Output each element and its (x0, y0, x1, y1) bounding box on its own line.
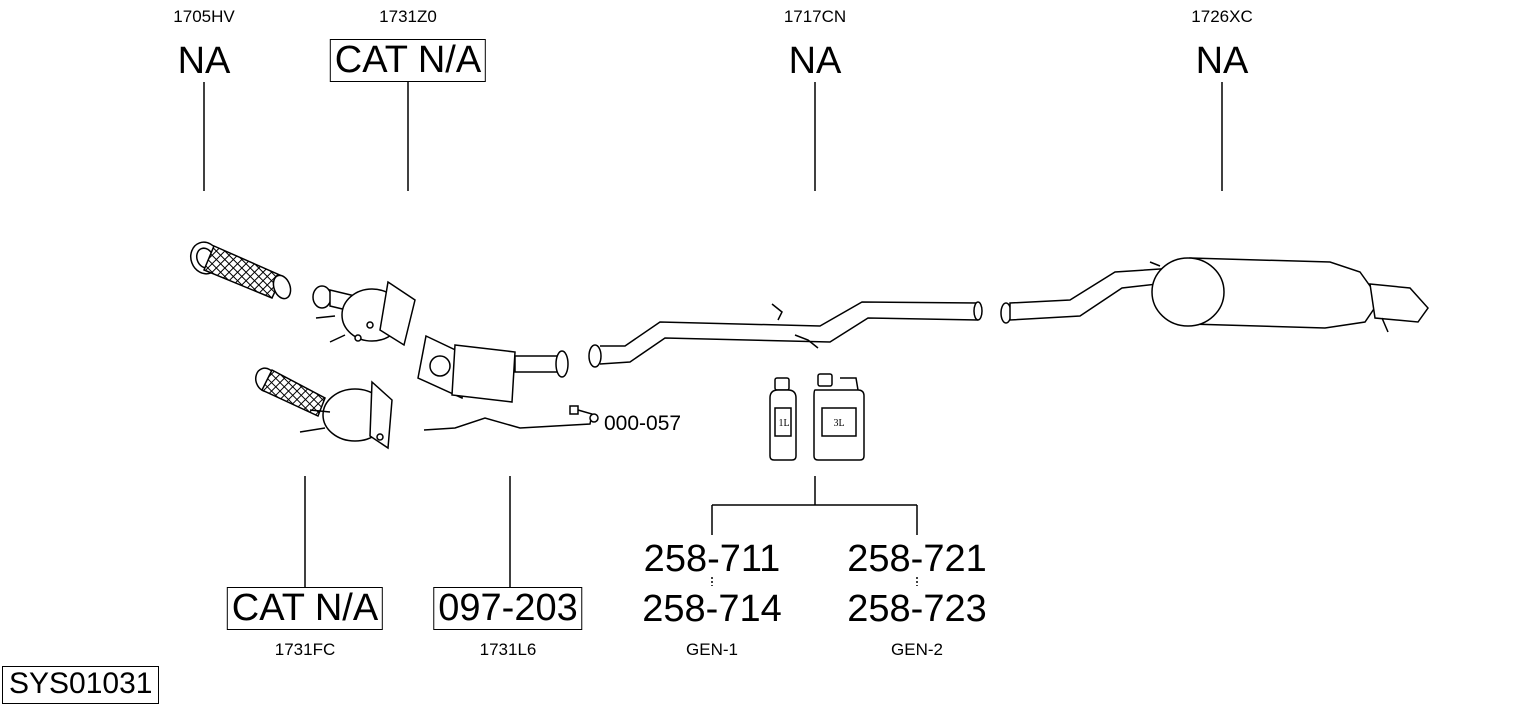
part-code-1731fc: 1731FC (274, 640, 336, 659)
catalyst-1731z0 (312, 280, 416, 347)
leader-lines (203, 82, 1223, 588)
fluid-can-3l (813, 373, 865, 461)
part-status-1705hv: NA (177, 40, 231, 82)
additive-part-gen2-a: 258-721 (847, 538, 987, 580)
part-code-1731z0: 1731Z0 (379, 7, 437, 26)
part-status-1731l6: 097-203 (433, 587, 583, 630)
sensor-part-number: 000-057 (604, 412, 682, 435)
fluid-bottle-1l (769, 377, 797, 461)
part-status-1717cn: NA (788, 40, 842, 82)
flex-pipe-1705hv (190, 241, 292, 300)
additive-part-gen1-b: 258-714 (642, 588, 782, 630)
additive-part-gen2-b: 258-723 (847, 588, 987, 630)
can-label-3l: 3L (833, 418, 844, 429)
system-id: SYS01031 (2, 666, 160, 704)
part-code-1731l6: 1731L6 (479, 640, 537, 659)
bottle-label-1l: 1L (778, 418, 789, 429)
catalyst-1731fc (254, 367, 393, 450)
part-status-1726xc: NA (1195, 40, 1249, 82)
dpf-097-203 (417, 334, 569, 403)
part-status-1731z0: CAT N/A (329, 39, 487, 82)
part-status-1731fc: CAT N/A (226, 587, 384, 630)
additive-group-gen1: GEN-1 (686, 640, 738, 659)
part-code-1726xc: 1726XC (1191, 7, 1253, 26)
sensor-cable-000-057 (423, 405, 599, 431)
rear-silencer-1726xc (1000, 257, 1429, 333)
part-code-1705hv: 1705HV (173, 7, 235, 26)
middle-pipe-1717cn (588, 301, 983, 368)
part-code-1717cn: 1717CN (783, 7, 847, 26)
additive-part-gen1-a: 258-711 (643, 538, 781, 580)
additive-group-gen2: GEN-2 (891, 640, 943, 659)
